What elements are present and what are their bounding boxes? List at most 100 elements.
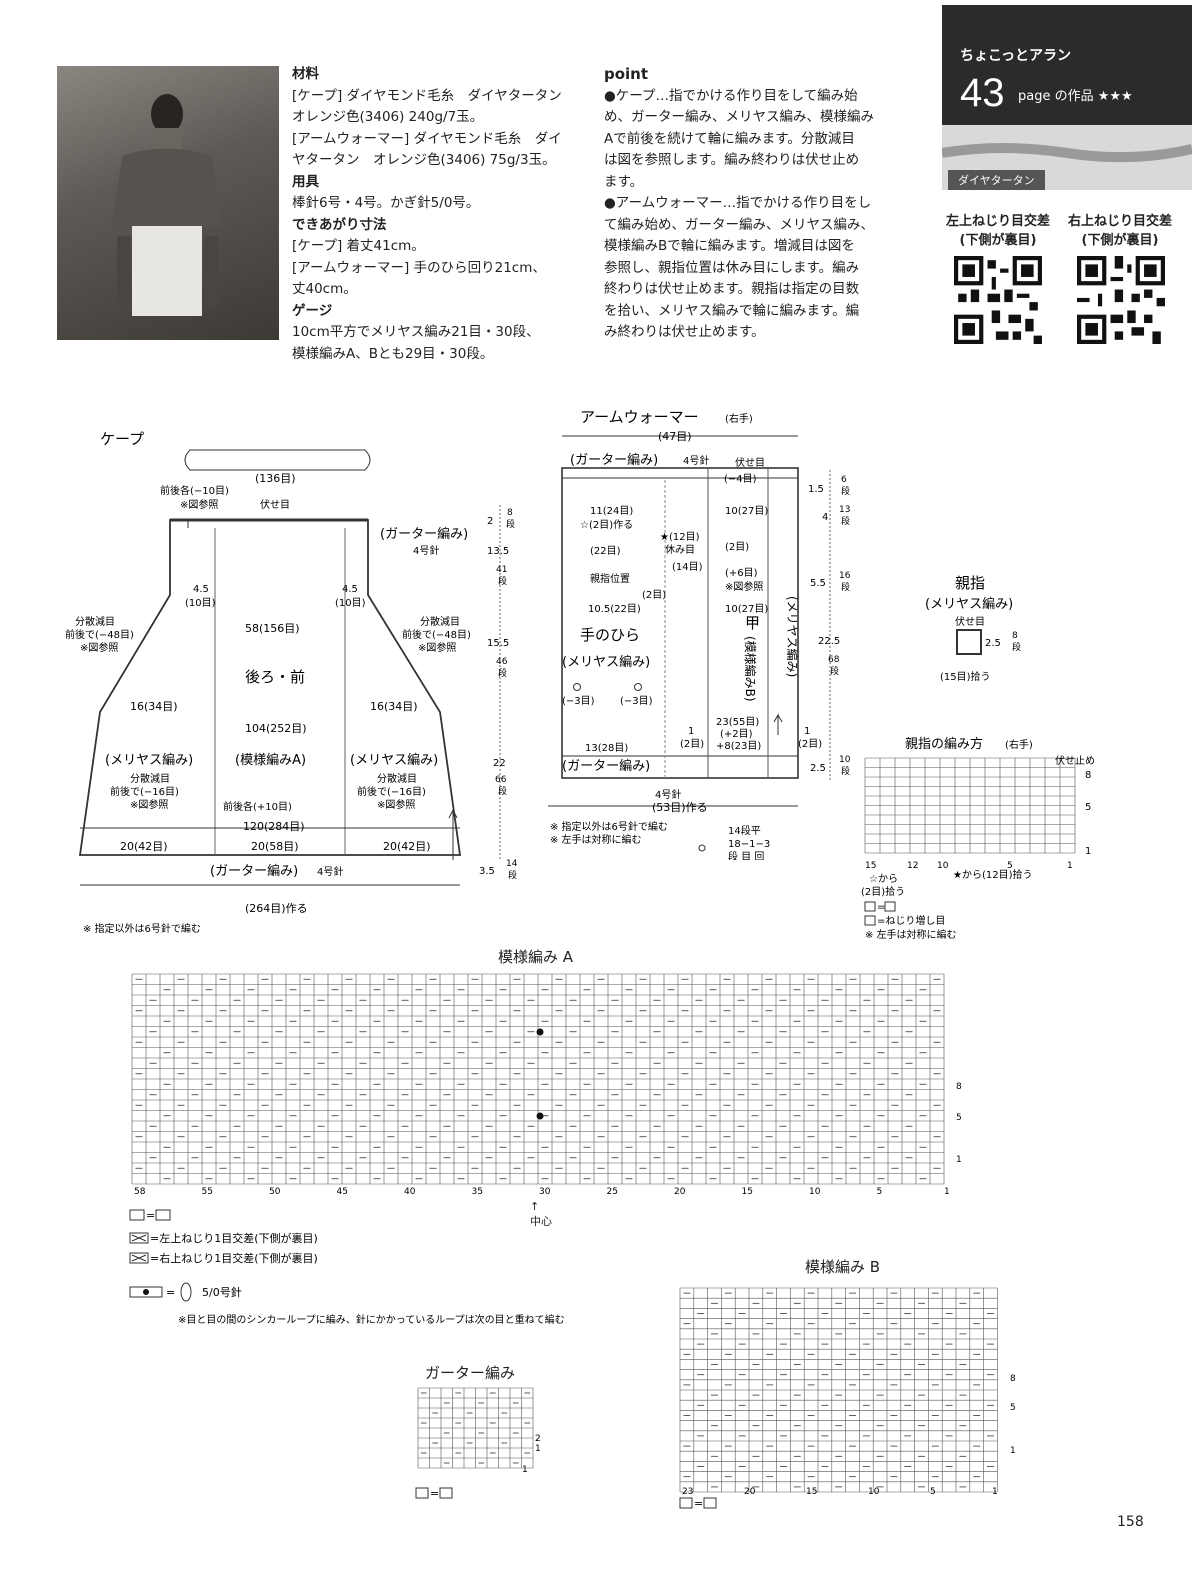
arm-w105: 10.5(22目) xyxy=(588,604,641,615)
arm-r6: 6 xyxy=(841,475,847,485)
qr-right-label-2: (下側が裏目) xyxy=(1081,233,1159,248)
thumb-pick: (15目)拾う xyxy=(940,670,991,683)
arm-p2: (+2目) xyxy=(720,729,753,740)
cross-right-icon xyxy=(131,1254,147,1262)
arm-w11: 11(24目) xyxy=(590,506,633,517)
arm-r225: 22.5 xyxy=(818,636,840,647)
patternA-title: 模様編み A xyxy=(498,948,574,966)
point-line: み終わりは伏せ止めます。 xyxy=(604,324,765,340)
patternA-center-label: 中心 xyxy=(530,1215,552,1228)
cape-inc: 前後各(+10目) xyxy=(223,800,292,813)
cape-patternA: (模様編みA) xyxy=(235,752,306,768)
col-label: 10 xyxy=(809,1187,821,1197)
patternA-legend2: =左上ねじり1目交差(下側が裏目) xyxy=(150,1231,318,1245)
cape-bind-off: 伏せ目 xyxy=(260,498,290,511)
patternB-grid xyxy=(679,1287,998,1493)
col-label: 20 xyxy=(744,1487,756,1497)
legend-box-purl xyxy=(884,901,896,912)
point-line: め、ガーター編み、メリヤス編み、模様編み xyxy=(604,109,874,125)
arm-note2: ※ 左手は対称に編む xyxy=(550,833,642,846)
cape-r2: 2 xyxy=(487,516,493,527)
cape-w16l: 16(34目) xyxy=(130,700,178,713)
garter-row1: 1 xyxy=(535,1444,541,1454)
arm-legend-b: 18−1−3 xyxy=(728,839,770,850)
garter-chart: 2 1 1 = xyxy=(415,1387,541,1500)
patternB-row5: 5 xyxy=(1010,1403,1016,1413)
patternA-legend5: ※目と目の間のシンカーループに編み、針にかかっているループは次の目と重ねて編む xyxy=(178,1313,565,1326)
patternB-legend: = xyxy=(694,1497,703,1510)
qr-code-left[interactable] xyxy=(954,256,1042,344)
col-label: 23 xyxy=(682,1487,693,1497)
arm-one2: 1 xyxy=(804,726,810,737)
arm-stock-v: (メリヤス編み) xyxy=(785,596,800,677)
arm-direction-arrow xyxy=(773,713,783,735)
patternB-row8: 8 xyxy=(1010,1374,1016,1384)
arm-title: アームウォーマー xyxy=(580,408,699,426)
cape-stockinette-l: (メリヤス編み) xyxy=(105,752,193,768)
yarn-image xyxy=(941,143,1194,163)
thumb-chart-legend3: ※ 左手は対称に編む xyxy=(865,928,957,941)
thumb-chart-title-sub: (右手) xyxy=(1005,738,1033,751)
legend-box xyxy=(679,1497,693,1509)
legend-bobble xyxy=(129,1286,163,1298)
arm-needle-b: 4号針 xyxy=(655,788,681,801)
thumb-chart-c10: 10 xyxy=(937,861,949,871)
patternB-row1: 1 xyxy=(1010,1446,1016,1456)
col-label: 35 xyxy=(472,1187,483,1197)
patternB-title: 模様編み B xyxy=(805,1258,881,1276)
cape-r35: 3.5 xyxy=(479,866,495,877)
arm-legend-marker xyxy=(698,844,706,852)
col-label: 20 xyxy=(674,1187,686,1197)
cape-rdan: 段 xyxy=(506,518,515,530)
qr-code-right[interactable] xyxy=(1077,256,1165,344)
cape-garter-top: (ガーター編み) xyxy=(380,526,468,542)
yarn-label: ダイヤタータン xyxy=(948,170,1045,190)
thumb-chart-c1: 1 xyxy=(1067,861,1073,871)
thumb-chart-title: 親指の編み方 xyxy=(905,736,983,752)
cross-left-icon xyxy=(131,1234,147,1242)
crochet-loop-icon xyxy=(180,1282,192,1302)
project-tag: ちょこっとアラン 43 page の作品 ★★★ ダイヤタータン xyxy=(941,5,1194,190)
arm-r16: 16 xyxy=(839,571,851,581)
thumb-dan: 段 xyxy=(1012,641,1021,653)
arm-two4: (2目) xyxy=(798,739,822,750)
arm-w10a: 10(27目) xyxy=(725,506,768,517)
legend-box-inc xyxy=(864,915,876,926)
thumb-chart-star-right: ★から(12目)拾う xyxy=(953,868,1033,881)
col-label: 40 xyxy=(404,1187,416,1197)
thumb-sub: (メリヤス編み) xyxy=(925,596,1013,612)
cape-w20m: 20(58目) xyxy=(251,840,299,853)
arm-p8: +8(23目) xyxy=(716,741,761,752)
materials-line: ヤタータン オレンジ色(3406) 75g/3玉。 xyxy=(292,152,556,168)
legend-box-purl xyxy=(703,1497,717,1509)
garter-col1: 1 xyxy=(522,1465,528,1475)
col-label: 45 xyxy=(337,1187,348,1197)
arm-w13: 13(28目) xyxy=(585,743,628,754)
arm-star12: ★(12目) xyxy=(660,532,700,543)
patternA-legend4b: 5/0号針 xyxy=(202,1285,242,1299)
cape-r22: 22 xyxy=(493,758,506,769)
arm-legend-a: 14段平 xyxy=(728,824,761,837)
model-photo xyxy=(57,66,279,340)
thumb-chart-star-left2: (2目)拾う xyxy=(861,885,905,898)
arm-palm-st: (メリヤス編み) xyxy=(562,654,650,670)
cape-dec-side-r3: ※図参照 xyxy=(418,641,456,654)
materials-heading: 材料 xyxy=(292,66,319,82)
arm-palm: 手のひら xyxy=(580,626,640,644)
cape-title: ケープ xyxy=(100,430,144,448)
arm-m3b: (−3目) xyxy=(620,696,653,707)
arm-one1: 1 xyxy=(688,726,694,737)
point-line: ●アームウォーマー…指でかける作り目をし xyxy=(604,195,872,211)
patternA-row8: 8 xyxy=(956,1082,962,1092)
point-line: ●ケープ…指でかける作り目をして編み始 xyxy=(604,87,858,104)
gauge-line: 10cm平方でメリヤス編み21目・30段、 xyxy=(292,324,540,340)
col-label: 55 xyxy=(202,1187,213,1197)
thumb-chart-c12: 12 xyxy=(907,861,918,871)
cape-dec-bot-r2: 前後で(−16目) xyxy=(357,785,426,798)
cape-r14: 14 xyxy=(506,859,518,869)
legend-box xyxy=(864,901,876,912)
col-label: 1 xyxy=(944,1187,950,1197)
patternA-row1: 1 xyxy=(956,1155,962,1165)
